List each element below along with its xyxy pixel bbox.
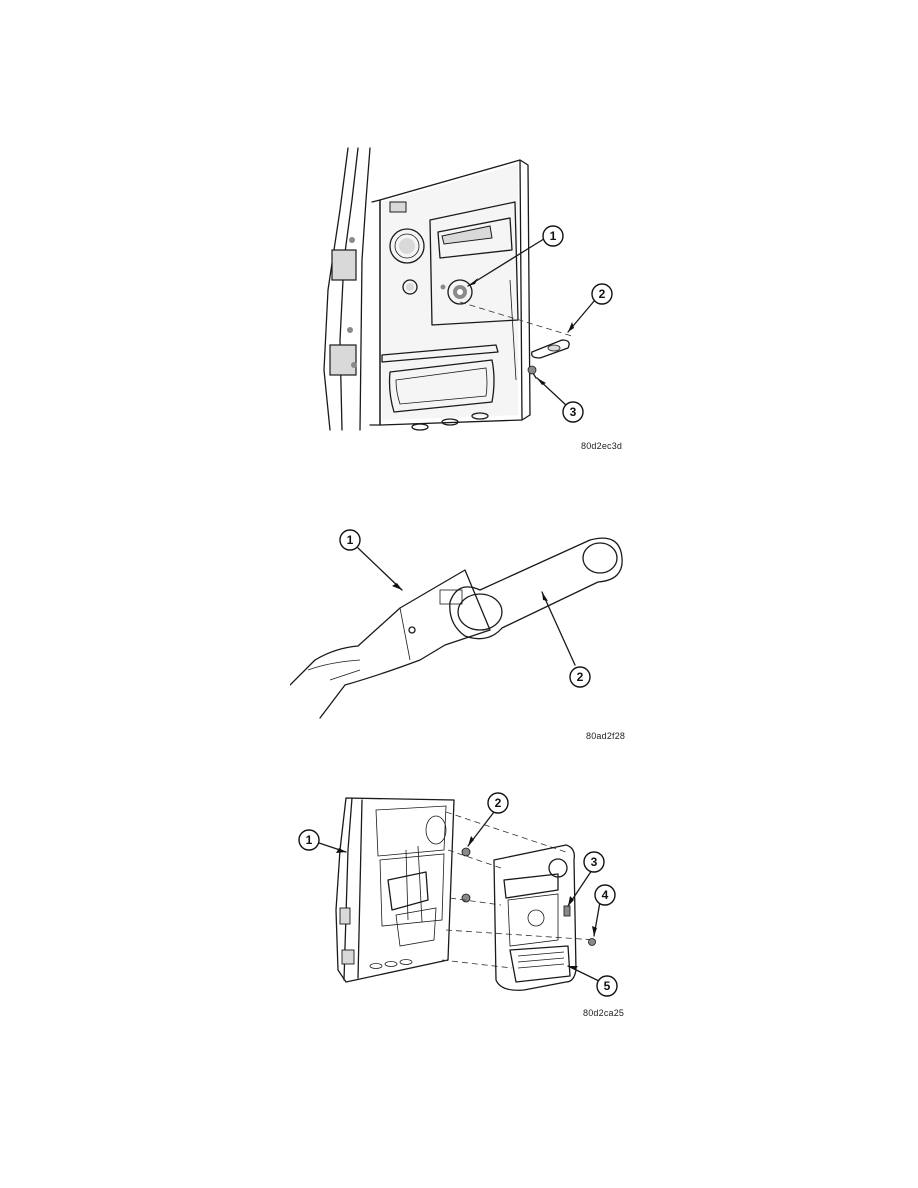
callout-1: 1 [298,829,320,851]
svg-text:2: 2 [599,287,606,301]
removal-tool-illustration: 1 2 [290,529,623,719]
figure-code-2: 80ad2f28 [586,731,626,741]
door-exploded-illustration: 1 2 3 4 5 [298,792,618,997]
callout-2: 2 [591,283,613,305]
callout-1: 1 [542,225,564,247]
svg-text:1: 1 [306,833,313,847]
svg-text:2: 2 [577,670,584,684]
figure-removal-tool: 1 2 [290,520,630,730]
svg-text:4: 4 [602,888,609,902]
leader-line-1 [467,236,548,287]
svg-text:1: 1 [550,229,557,243]
callout-3: 3 [583,851,605,873]
figure-door-exploded: 1 2 3 4 5 [296,790,626,1010]
figure-code-3: 80d2ca25 [583,1008,625,1018]
svg-text:5: 5 [604,979,611,993]
figure-door-trim-handle: 1 2 3 [310,140,630,440]
svg-text:1: 1 [347,533,354,547]
callout-2: 2 [487,792,509,814]
leader-line-1 [357,547,403,591]
figure-code-1: 80d2ec3d [581,441,623,451]
callout-3: 3 [562,401,584,423]
leader-line-2 [541,591,576,666]
svg-text:2: 2 [495,796,502,810]
callout-2: 2 [569,666,591,688]
callout-5: 5 [596,975,618,997]
svg-text:3: 3 [591,855,598,869]
callout-4: 4 [594,884,616,906]
callout-1: 1 [339,529,361,551]
door-trim-illustration: 1 2 3 [323,147,613,431]
svg-text:3: 3 [570,405,577,419]
